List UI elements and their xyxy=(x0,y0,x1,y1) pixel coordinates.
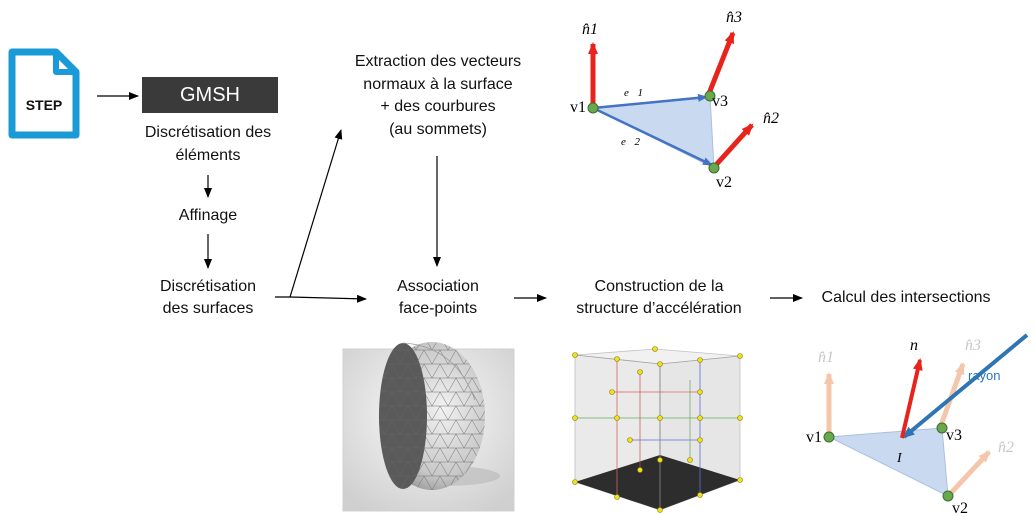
vertex-v2-dot xyxy=(708,162,720,174)
affinage-label: Affinage xyxy=(178,207,238,224)
label-n3-bottom: n̂3 xyxy=(965,337,981,354)
label-n2-bottom: n̂2 xyxy=(998,439,1014,456)
label-v2-bottom: v2 xyxy=(952,500,968,516)
gmsh-box xyxy=(142,77,278,113)
octree-cube-image xyxy=(572,346,743,513)
edge-e1-arrow xyxy=(592,93,708,110)
vertex-v1-dot xyxy=(587,102,599,114)
top-triangle-diagram: n̂1 n̂3 n̂2 v1 v3 v2 e⃗1 e⃗2 xyxy=(570,9,779,191)
label-v3-bottom: v3 xyxy=(946,427,962,444)
label-n2: n̂2 xyxy=(763,110,779,127)
label-n3: n̂3 xyxy=(726,9,742,26)
label-e2: e⃗2 xyxy=(621,136,640,148)
faded-normal-n2 xyxy=(948,450,991,496)
vertex-v3-dot xyxy=(704,90,716,102)
step-label: STEP xyxy=(25,97,63,113)
sphere-mesh-image xyxy=(342,342,515,512)
gmsh-label: GMSH xyxy=(180,84,240,106)
label-n1: n̂1 xyxy=(582,21,598,38)
vertex-v3-dot-bottom xyxy=(936,422,948,434)
arrow-surfaces-association xyxy=(289,294,367,303)
label-v2: v2 xyxy=(716,174,732,191)
edge-e2-arrow xyxy=(592,106,713,167)
triangle-face-bottom xyxy=(827,427,949,497)
intersection-diagram: n̂1 n̂3 n̂2 n⃗ v1 v3 v2 I⃗ rayon xyxy=(806,333,1029,516)
flow-arrows xyxy=(97,92,803,303)
label-v1: v1 xyxy=(570,99,586,116)
label-v1-bottom: v1 xyxy=(806,429,822,446)
label-v3: v3 xyxy=(712,93,728,110)
normal-n2-arrow xyxy=(713,123,754,168)
normal-n3-arrow xyxy=(705,31,736,97)
intersections-label: Calcul des intersections xyxy=(821,289,991,306)
step-file-icon xyxy=(8,48,80,139)
vertex-v2-dot-bottom xyxy=(942,490,954,502)
label-n1-bottom: n̂1 xyxy=(818,349,834,366)
label-ray: rayon xyxy=(968,368,1001,383)
face-normal-arrow xyxy=(900,358,923,439)
label-face-normal: n⃗ xyxy=(910,337,930,354)
label-intersection: I⃗ xyxy=(896,451,913,466)
ray-arrow xyxy=(902,333,1029,439)
label-e1: e⃗1 xyxy=(624,87,643,99)
vertex-v1-dot-bottom xyxy=(823,431,835,443)
